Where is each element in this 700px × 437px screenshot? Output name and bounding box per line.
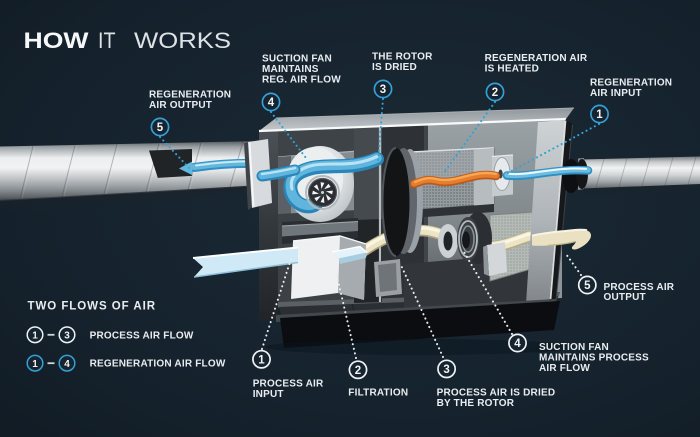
svg-text:INPUT: INPUT [253, 389, 284, 400]
svg-text:4: 4 [64, 359, 70, 370]
svg-text:REGENERATION: REGENERATION [590, 78, 672, 89]
svg-text:PROCESS AIR FLOW: PROCESS AIR FLOW [90, 330, 194, 341]
svg-text:IS DRIED: IS DRIED [372, 62, 417, 73]
svg-text:2: 2 [492, 87, 498, 99]
svg-text:3: 3 [64, 331, 70, 342]
svg-text:IT: IT [98, 28, 116, 53]
svg-text:FILTRATION: FILTRATION [348, 387, 408, 398]
svg-text:4: 4 [514, 338, 521, 350]
svg-text:REGENERATION: REGENERATION [149, 89, 231, 100]
svg-text:SUCTION FAN: SUCTION FAN [539, 342, 609, 353]
svg-text:REG. AIR FLOW: REG. AIR FLOW [262, 74, 341, 85]
svg-text:PROCESS AIR: PROCESS AIR [604, 282, 675, 293]
svg-text:AIR INPUT: AIR INPUT [590, 88, 642, 99]
svg-text:MAINTAINS PROCESS: MAINTAINS PROCESS [539, 352, 649, 363]
svg-text:PROCESS AIR IS DRIED: PROCESS AIR IS DRIED [437, 387, 556, 398]
svg-text:THE ROTOR: THE ROTOR [372, 52, 433, 63]
svg-text:5: 5 [584, 280, 591, 292]
svg-text:1: 1 [258, 355, 265, 367]
svg-text:SUCTION FAN: SUCTION FAN [262, 53, 332, 64]
svg-text:4: 4 [268, 97, 275, 109]
svg-text:REGENERATION AIR: REGENERATION AIR [485, 53, 588, 64]
svg-text:5: 5 [157, 122, 164, 134]
svg-text:MAINTAINS: MAINTAINS [262, 64, 319, 75]
svg-text:1: 1 [596, 109, 603, 121]
svg-text:IS HEATED: IS HEATED [485, 64, 539, 75]
svg-text:WORKS: WORKS [134, 28, 231, 53]
svg-text:3: 3 [443, 364, 449, 376]
svg-text:1: 1 [32, 331, 38, 342]
svg-text:BY THE ROTOR: BY THE ROTOR [437, 398, 515, 409]
svg-text:2: 2 [355, 365, 361, 377]
svg-text:3: 3 [380, 84, 386, 96]
svg-text:REGENERATION AIR FLOW: REGENERATION AIR FLOW [90, 359, 226, 370]
svg-text:HOW: HOW [24, 28, 89, 53]
svg-text:AIR OUTPUT: AIR OUTPUT [149, 100, 212, 111]
svg-text:OUTPUT: OUTPUT [604, 292, 646, 303]
svg-text:AIR FLOW: AIR FLOW [539, 363, 590, 374]
svg-text:TWO FLOWS OF AIR: TWO FLOWS OF AIR [28, 301, 156, 313]
svg-text:1: 1 [32, 359, 38, 370]
svg-text:PROCESS AIR: PROCESS AIR [253, 379, 324, 390]
